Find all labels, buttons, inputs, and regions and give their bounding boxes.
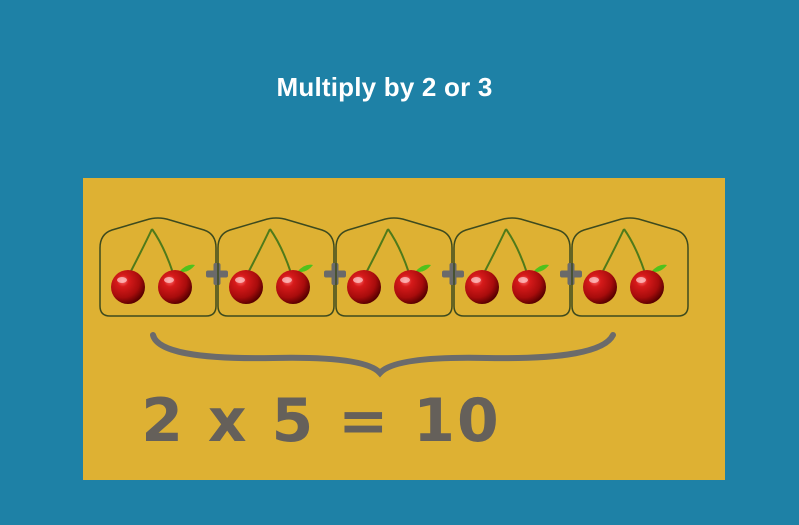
- cherry-highlight: [518, 277, 528, 283]
- leaf-icon: [179, 264, 195, 273]
- plus-sign: [442, 263, 464, 285]
- cherry-icon: [465, 270, 499, 304]
- groups-layer: [99, 217, 689, 317]
- group-container: [99, 217, 217, 317]
- cherry-stem: [129, 228, 153, 274]
- cherry-icon: [158, 270, 192, 304]
- cherry-highlight: [353, 277, 363, 283]
- cherry-highlight: [589, 277, 599, 283]
- plus-vertical: [567, 263, 575, 285]
- cherry-group: [335, 217, 453, 317]
- group-container: [335, 217, 453, 317]
- cherry-icon: [347, 270, 381, 304]
- cherry-highlight: [636, 277, 646, 283]
- cherry-highlight: [400, 277, 410, 283]
- cherry-icon: [583, 270, 617, 304]
- cherry-stem: [601, 228, 625, 274]
- cherry-icon: [512, 270, 546, 304]
- plus-sign: [206, 263, 228, 285]
- cherry-highlight: [117, 277, 127, 283]
- cherry-group: [571, 217, 689, 317]
- cherry-icon: [229, 270, 263, 304]
- leaf-icon: [297, 264, 313, 273]
- cherry-stem: [247, 228, 271, 274]
- leaf-icon: [651, 264, 667, 273]
- cherry-group: [217, 217, 335, 317]
- cherry-icon: [394, 270, 428, 304]
- cherry-stem: [151, 228, 174, 274]
- page-title: Multiply by 2 or 3: [276, 72, 493, 102]
- cherry-group: [453, 217, 571, 317]
- leaf-icon: [533, 264, 549, 273]
- cherry-highlight: [282, 277, 292, 283]
- cherry-highlight: [471, 277, 481, 283]
- plus-sign: [324, 263, 346, 285]
- cherry-groups-illustration: [99, 217, 689, 378]
- cherry-stem: [623, 228, 646, 274]
- cherry-highlight: [235, 277, 245, 283]
- cherry-highlight: [164, 277, 174, 283]
- leaf-icon: [415, 264, 431, 273]
- cherry-group: [99, 217, 217, 317]
- plus-sign: [560, 263, 582, 285]
- cherry-stem: [505, 228, 528, 274]
- group-container: [453, 217, 571, 317]
- plus-vertical: [331, 263, 339, 285]
- equation-text: 2 x 5 = 10: [141, 386, 501, 456]
- cherry-stem: [269, 228, 292, 274]
- curly-brace: [150, 332, 616, 378]
- cherry-icon: [111, 270, 145, 304]
- group-container: [571, 217, 689, 317]
- cherry-icon: [276, 270, 310, 304]
- plus-vertical: [449, 263, 457, 285]
- group-container: [217, 217, 335, 317]
- cherry-stem: [365, 228, 389, 274]
- plus-vertical: [213, 263, 221, 285]
- cherry-icon: [630, 270, 664, 304]
- illustration-panel: 2 x 5 = 10: [83, 178, 725, 480]
- cherry-stem: [387, 228, 410, 274]
- cherry-stem: [483, 228, 507, 274]
